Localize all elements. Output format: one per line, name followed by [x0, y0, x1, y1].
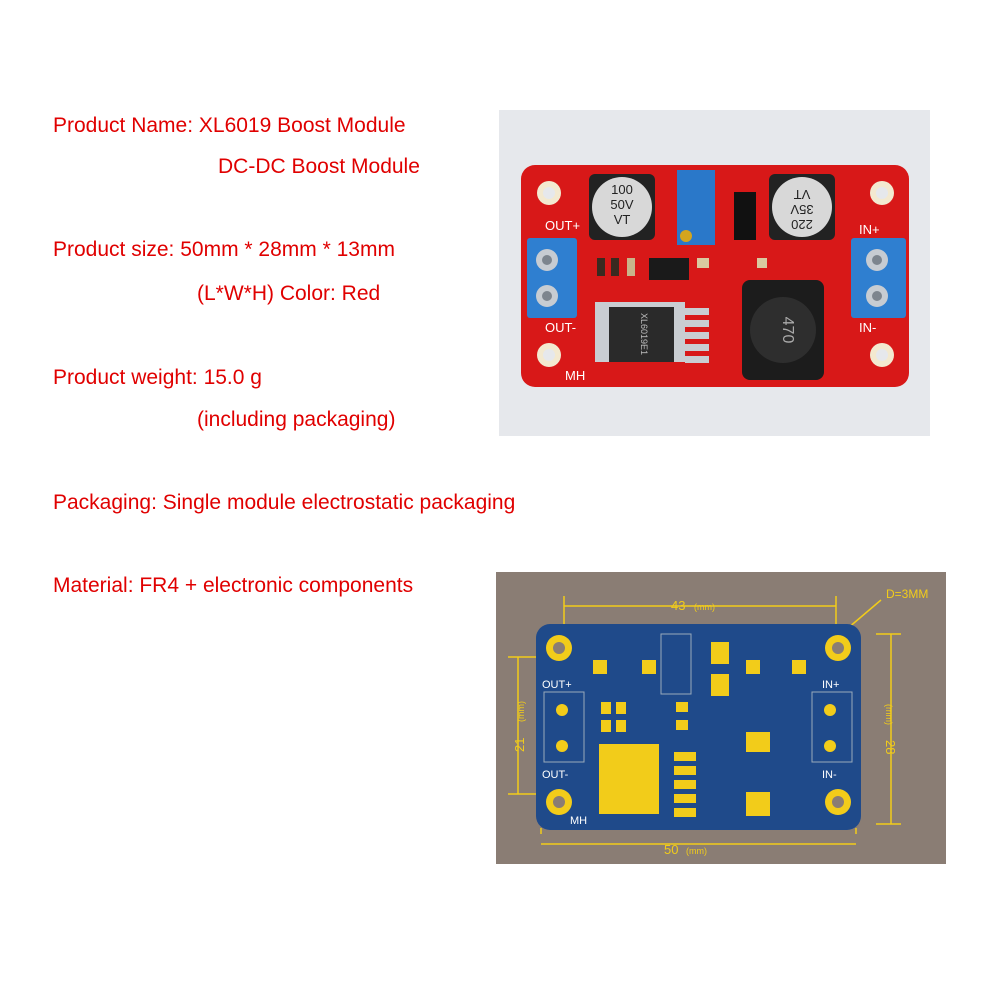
xl6019-chip: XL6019E1: [595, 302, 709, 363]
silk-mh: MH: [565, 368, 585, 383]
pcb-component-pads: [593, 642, 806, 817]
pcb-terminal-pads: [543, 691, 853, 763]
product-weight-cont: (including packaging): [197, 408, 396, 431]
pcb-silk-in-plus: IN+: [822, 679, 839, 691]
product-size: Product size: 50mm * 28mm * 13mm: [53, 238, 395, 261]
svg-text:470: 470: [779, 317, 796, 344]
capacitor-100uf: 100 50V VT: [589, 174, 655, 240]
input-terminal: [851, 238, 906, 318]
inductor: 470: [742, 280, 824, 380]
dim-right-value: 28: [883, 740, 898, 754]
svg-text:35V: 35V: [790, 202, 813, 217]
pcb-mounting-holes: [546, 635, 851, 815]
pcb-silk-in-minus: IN-: [822, 769, 837, 781]
product-name-cont: DC-DC Boost Module: [218, 155, 420, 178]
dim-bottom-unit: (mm): [686, 846, 707, 856]
svg-text:50V: 50V: [610, 197, 633, 212]
dim-top-unit: (mm): [694, 602, 715, 612]
module-photo: 100 50V VT 220 35V VT XL6019E1: [499, 110, 930, 436]
dim-top-value: 43: [671, 598, 685, 613]
pcb-silk-mh: MH: [570, 815, 587, 827]
pcb-silk-out-minus: OUT-: [542, 769, 569, 781]
silk-out-plus: OUT+: [545, 218, 580, 233]
svg-text:100: 100: [611, 182, 633, 197]
dim-left-value: 21: [512, 738, 527, 752]
diode: [734, 192, 756, 240]
silk-in-minus: IN-: [859, 320, 876, 335]
svg-text:VT: VT: [614, 212, 631, 227]
mounting-holes: [537, 181, 894, 367]
pcb-dimension-drawing: 43 (mm) 50 (mm) 21 (mm) 28 (mm) D=3MM: [496, 572, 946, 864]
product-size-cont: (L*W*H) Color: Red: [197, 282, 381, 305]
product-weight: Product weight: 15.0 g: [53, 366, 262, 389]
capacitor-220uf: 220 35V VT: [769, 174, 835, 240]
material: Material: FR4 + electronic components: [53, 574, 414, 597]
svg-text:XL6019E1: XL6019E1: [639, 313, 649, 355]
packaging: Packaging: Single module electrostatic p…: [53, 491, 516, 514]
hole-diameter: D=3MM: [886, 587, 928, 601]
dim-left-unit: (mm): [516, 701, 526, 722]
smd-components: [597, 258, 767, 280]
potentiometer-screw: [680, 230, 692, 242]
pcb-silk-out-plus: OUT+: [542, 679, 572, 691]
silk-in-plus: IN+: [859, 222, 880, 237]
dim-bottom-value: 50: [664, 842, 678, 857]
dimension-lines: [508, 596, 901, 845]
pot-outline: [660, 633, 692, 695]
output-terminal: [527, 238, 577, 318]
silk-out-minus: OUT-: [545, 320, 576, 335]
svg-text:VT: VT: [794, 187, 811, 202]
svg-text:220: 220: [791, 217, 813, 232]
product-name: Product Name: XL6019 Boost Module: [53, 114, 406, 137]
dim-right-unit: (mm): [884, 704, 894, 725]
